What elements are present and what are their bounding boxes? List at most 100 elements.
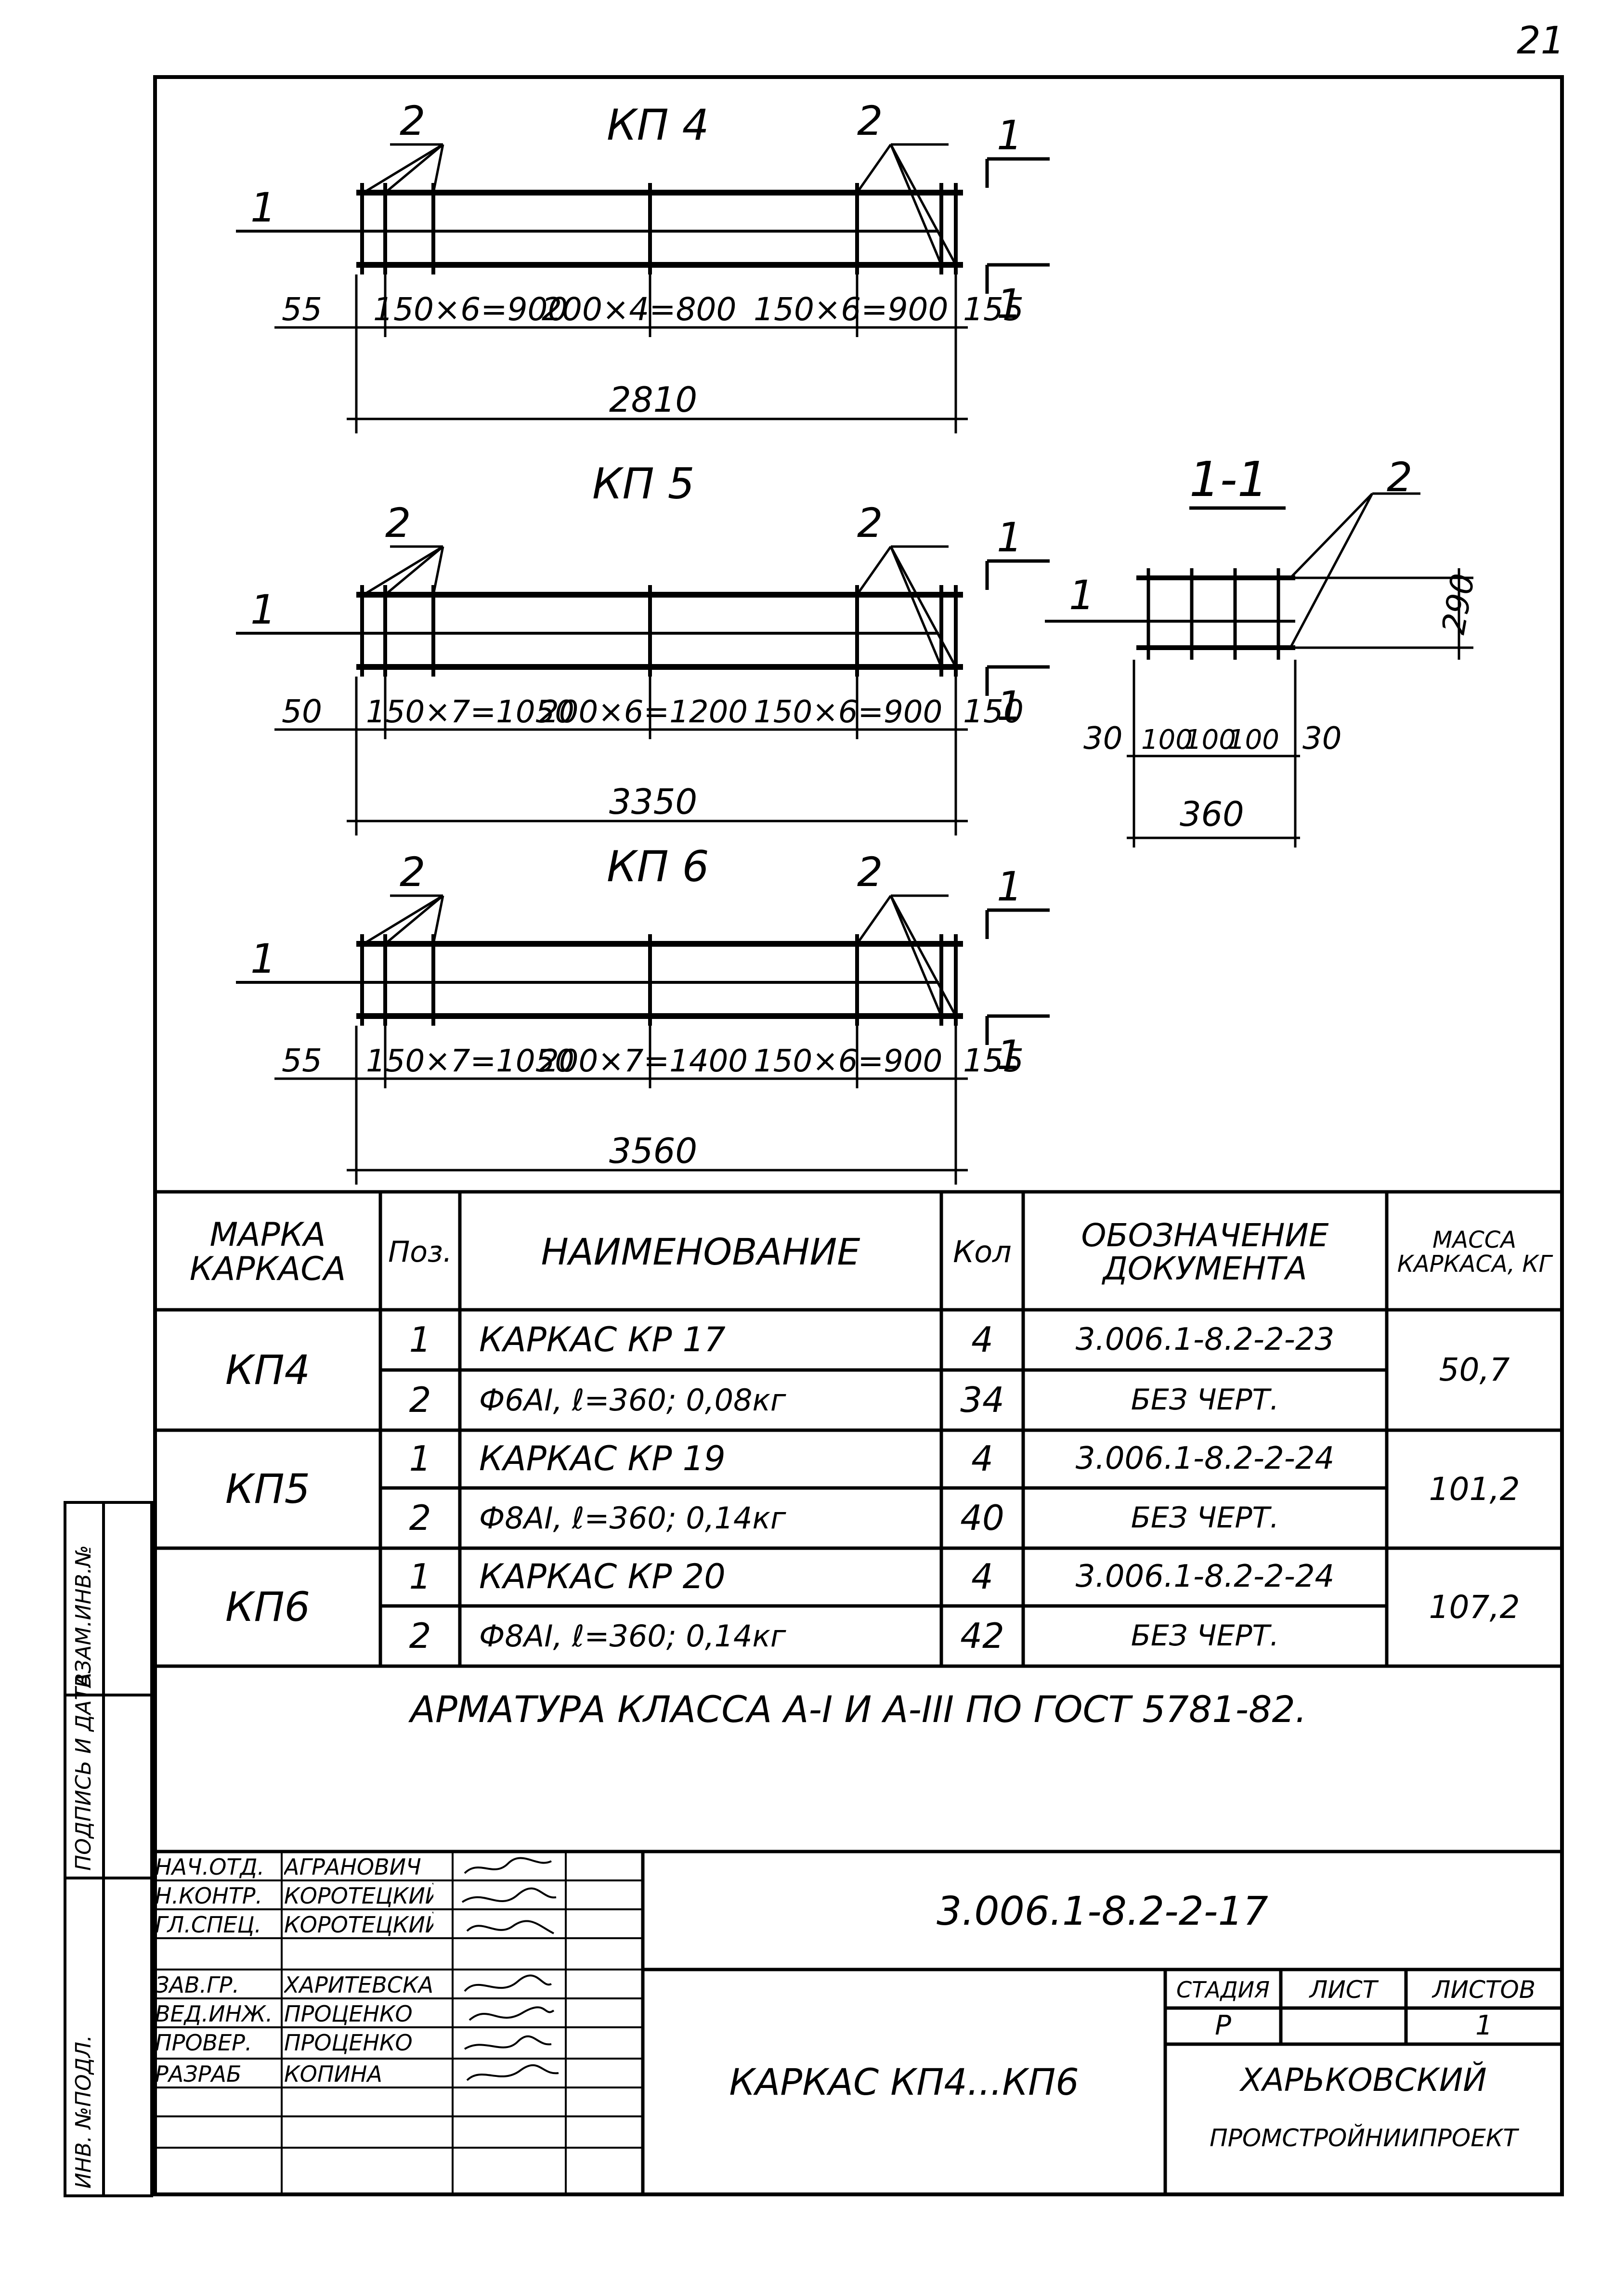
mark-kp5: КП5 (225, 1465, 311, 1513)
stamp-role: Н.КОНТР. (155, 1883, 263, 1909)
table-row: КАРКАС КР 20 (479, 1557, 726, 1597)
stamp-org-line1: ХАРЬКОВСКИЙ (1240, 2061, 1487, 2099)
section-axis-label: 1 (1069, 572, 1094, 619)
frame-kp4-cut-bottom: 1 (997, 280, 1022, 327)
frame-kp6-dim-0: 55 (282, 1042, 322, 1079)
table-row: 4 (971, 1438, 993, 1479)
stamp-person: ПРОЦЕНКО (284, 2001, 413, 2027)
frame-kp6-title: КП 6 (607, 842, 709, 891)
table-row: 40 (960, 1497, 1004, 1538)
frame-kp5-dim-4: 150 (963, 693, 1024, 730)
frame-kp6-dim-4: 155 (963, 1042, 1024, 1079)
header-mass: МАССА КАРКАСА, КГ (1397, 1226, 1552, 1278)
frame-kp4-dim-0: 55 (282, 291, 322, 328)
section-total: 360 (1180, 795, 1244, 834)
stamp-code: 3.006.1-8.2-2-17 (937, 1888, 1268, 1934)
header-pos: Поз. (388, 1235, 452, 1269)
frame-kp6-dim-2: 200×7=1400 (539, 1044, 748, 1079)
section-dim-2: 100 (1184, 724, 1236, 756)
mark-kp4: КП4 (225, 1346, 311, 1394)
section-dim-4: 30 (1302, 721, 1341, 757)
header-name: НАИМЕНОВАНИЕ (541, 1230, 860, 1274)
stamp-role: РАЗРАБ (155, 2061, 242, 2087)
stamp-sheet-value: 1 (1475, 2010, 1493, 2042)
table-row: 3.006.1-8.2-2-24 (1075, 1559, 1335, 1595)
stamp-person: АГРАНОВИЧ (284, 1854, 421, 1880)
frame-kp4-callout-left: 2 (400, 97, 425, 144)
signatures (461, 1857, 559, 2081)
mass-kp4: 50,7 (1439, 1351, 1510, 1389)
table-row: КАРКАС КР 19 (479, 1439, 726, 1479)
stamp-person: КОРОТЕЦКИЙ (284, 1883, 433, 1909)
frame-kp5-callout-right: 2 (857, 499, 883, 547)
frame-kp6-cut-top: 1 (997, 863, 1022, 910)
frame-kp4-dim-4: 155 (963, 291, 1024, 328)
frame-kp4: КП 4 2 2 1 1 1 55 150×6=900 200×4=800 15… (236, 97, 1050, 433)
table-row: Ф6АI, ℓ=360; 0,08кг (479, 1382, 786, 1418)
reinforcement-note: АРМАТУРА КЛАССА А-I И А-III ПО ГОСТ 5781… (410, 1688, 1307, 1731)
table-row: 3.006.1-8.2-2-23 (1075, 1321, 1335, 1357)
frame-kp6-callout-right: 2 (857, 848, 883, 896)
main-frame (153, 75, 1564, 2196)
table-row: Ф8АI, ℓ=360; 0,14кг (479, 1618, 786, 1654)
frame-kp5-dim-0: 50 (282, 693, 322, 730)
table-row: 34 (960, 1379, 1004, 1420)
frame-kp6-axis-label: 1 (250, 935, 276, 982)
stamp-stage-value: Р (1215, 2010, 1231, 2042)
table-row: БЕЗ ЧЕРТ. (1131, 1501, 1279, 1535)
frame-kp4-dim-3: 150×6=900 (754, 291, 949, 328)
stamp-org-line2: ПРОМСТРОЙНИИПРОЕКТ (1210, 2124, 1518, 2152)
frame-kp4-title: КП 4 (607, 100, 709, 150)
table-row: Ф8АI, ℓ=360; 0,14кг (479, 1500, 786, 1536)
header-doc: ОБОЗНАЧЕНИЕ ДОКУМЕНТА (1081, 1216, 1329, 1287)
drawings-area: КП 4 2 2 1 1 1 55 150×6=900 200×4=800 15… (0, 97, 1482, 1204)
mark-kp6: КП6 (225, 1583, 311, 1631)
table-row: 42 (960, 1615, 1004, 1656)
mass-kp6: 107,2 (1429, 1588, 1520, 1626)
table-row: БЕЗ ЧЕРТ. (1131, 1383, 1279, 1417)
stamp-role: НАЧ.ОТД. (155, 1854, 265, 1880)
frame-kp5-dim-3: 150×6=900 (754, 694, 942, 730)
section-1-1: 1-1 2 1 (1045, 451, 1482, 848)
frame-kp4-total: 2810 (609, 379, 697, 420)
side-strip (64, 1501, 153, 2197)
stamp-role: ВЕД.ИНЖ. (155, 2001, 273, 2027)
mass-kp5: 101,2 (1429, 1470, 1520, 1508)
stamp-role: ГЛ.СПЕЦ. (155, 1912, 261, 1938)
frame-kp5-cut-bottom: 1 (997, 682, 1022, 730)
table-row: 2 (409, 1379, 431, 1420)
frame-kp5: КП 5 2 2 1 1 1 50 150×7=1050 200×6=1200 … (236, 459, 1050, 835)
frame-kp4-callout-right: 2 (857, 97, 883, 144)
section-title: 1-1 (1189, 451, 1268, 508)
section-dim-1: 100 (1141, 724, 1193, 756)
section-dim-3: 100 (1228, 724, 1279, 756)
stamp-role: ЗАВ.ГР. (155, 1972, 240, 1998)
stamp-sheet-label: ЛИСТ (1309, 1976, 1378, 2004)
frame-kp6-dim-1: 150×7=1050 (366, 1044, 574, 1079)
frame-kp5-title: КП 5 (592, 459, 695, 509)
table-row: 3.006.1-8.2-2-24 (1075, 1441, 1335, 1477)
stamp-person: КОРОТЕЦКИЙ (284, 1912, 433, 1938)
frame-kp6-dim-3: 150×6=900 (754, 1044, 942, 1079)
table-row: 1 (409, 1319, 431, 1360)
frame-kp5-callout-left: 2 (385, 499, 411, 547)
stamp-stage-label: СТАДИЯ (1176, 1977, 1270, 2003)
frame-kp4-axis-label: 1 (250, 184, 276, 231)
header-mark: МАРКА КАРКАСА (189, 1215, 346, 1288)
stamp-person: ПРОЦЕНКО (284, 2030, 413, 2056)
frame-kp4-cut-top: 1 (997, 112, 1022, 159)
stamp-title: КАРКАС КП4...КП6 (729, 2060, 1079, 2103)
page-number: 21 (1517, 19, 1565, 63)
table-row: БЕЗ ЧЕРТ. (1131, 1619, 1279, 1653)
table-row: 4 (971, 1556, 993, 1597)
table-row: КАРКАС КР 17 (479, 1319, 726, 1359)
section-dim-0: 30 (1083, 721, 1122, 757)
stamp-person: ХАРИТЕВСКАЯ (284, 1972, 433, 1998)
frame-kp6: КП 6 2 2 1 1 1 55 150×7=1050 200×7=1400 … (236, 842, 1050, 1185)
stamp-role: ПРОВЕР. (155, 2030, 252, 2056)
frame-kp6-total: 3560 (609, 1131, 697, 1171)
table-row: 1 (409, 1438, 431, 1479)
frame-kp5-dim-2: 200×6=1200 (539, 694, 748, 730)
